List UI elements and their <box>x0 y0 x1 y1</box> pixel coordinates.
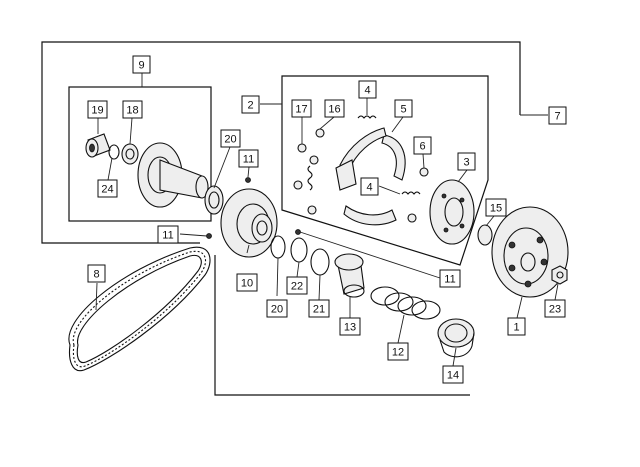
bushing-14 <box>437 318 475 358</box>
spring-4-top <box>357 115 377 119</box>
callout-label: 8 <box>93 269 99 281</box>
clutch-shoe-4-lower <box>343 205 397 226</box>
spring-4-mid <box>401 191 421 195</box>
sleeve-13 <box>334 253 365 298</box>
callout-label: 1 <box>513 322 519 334</box>
callout-8: 8 <box>87 264 106 283</box>
callout-label: 22 <box>291 281 303 293</box>
pivot-pins-17 <box>293 128 325 215</box>
callout-7: 7 <box>548 106 567 125</box>
callout-label: 9 <box>138 60 144 72</box>
callout-label: 12 <box>392 347 404 359</box>
callout-12: 12 <box>387 342 409 361</box>
o-ring-22 <box>290 237 308 263</box>
callout-label: 14 <box>447 370 459 382</box>
group-frame-2 <box>281 75 489 266</box>
callout-18: 18 <box>122 100 143 119</box>
callout-15: 15 <box>485 198 507 217</box>
seal-ring-20-lower <box>270 235 286 259</box>
callout-label: 11 <box>162 230 173 242</box>
callout-2: 2 <box>241 95 260 114</box>
seal-ring-15 <box>477 224 493 246</box>
callout-11-right: 11 <box>439 269 461 288</box>
callout-label: 10 <box>241 278 253 290</box>
callout-label: 23 <box>549 304 561 316</box>
callout-label: 4 <box>366 182 372 194</box>
clutch-drum-1 <box>491 206 569 298</box>
pin-11-right <box>295 229 301 235</box>
clutch-plate-3 <box>429 179 475 245</box>
callout-label: 17 <box>295 104 307 116</box>
callout-label: 20 <box>224 134 236 146</box>
o-ring-21 <box>310 248 330 276</box>
bearing-19 <box>85 133 111 158</box>
callout-11-top: 11 <box>238 149 259 168</box>
callout-label: 16 <box>328 104 340 116</box>
drive-belt <box>68 246 211 372</box>
movable-drive-face <box>220 188 278 258</box>
callout-5: 5 <box>394 99 413 118</box>
callout-20-upper: 20 <box>220 129 241 148</box>
bearing-18 <box>121 143 139 165</box>
callout-label: 19 <box>91 105 103 117</box>
callout-10: 10 <box>236 273 258 292</box>
callout-13: 13 <box>339 317 361 336</box>
spring-set-12 <box>370 286 441 320</box>
group-frame-7 <box>41 41 521 244</box>
callout-label: 7 <box>554 111 560 123</box>
clutch-shoe-4-upper <box>335 127 387 191</box>
callout-16: 16 <box>324 99 345 118</box>
callout-23: 23 <box>544 299 566 318</box>
callout-label: 18 <box>126 105 138 117</box>
callout-22: 22 <box>286 276 308 295</box>
seal-ring-20 <box>204 185 224 215</box>
callout-17: 17 <box>291 99 312 118</box>
nut-23 <box>551 265 568 285</box>
clutch-shoe-5 <box>381 134 406 181</box>
group-frame-lower <box>214 255 470 396</box>
callout-6: 6 <box>413 136 432 155</box>
callout-label: 6 <box>419 141 425 153</box>
callout-1: 1 <box>507 317 526 336</box>
callout-label: 15 <box>490 203 502 215</box>
pin-11-top <box>245 177 251 183</box>
callout-label: 11 <box>444 274 455 286</box>
callout-label: 2 <box>247 100 253 112</box>
callout-label: 4 <box>364 85 370 97</box>
spring-16 <box>307 165 313 191</box>
callout-label: 24 <box>101 184 113 196</box>
pulley-shaft <box>137 142 209 208</box>
callout-3: 3 <box>457 152 476 171</box>
callout-4-top: 4 <box>358 80 377 99</box>
callout-label: 5 <box>400 104 406 116</box>
washer-6 <box>419 167 429 177</box>
callout-label: 13 <box>344 322 356 334</box>
group-frame-9 <box>68 86 212 222</box>
washer-6b <box>407 213 417 223</box>
callout-label: 20 <box>271 304 283 316</box>
leader-lines <box>95 73 559 367</box>
callout-21: 21 <box>308 299 330 318</box>
snap-ring-24 <box>108 144 120 160</box>
pin-11-left <box>206 233 212 239</box>
callout-14: 14 <box>442 365 464 384</box>
callout-20-lower: 20 <box>266 299 288 318</box>
callout-9: 9 <box>132 55 151 74</box>
callout-label: 21 <box>313 304 325 316</box>
callout-19: 19 <box>87 100 108 119</box>
callout-4-mid: 4 <box>360 177 379 196</box>
callout-24: 24 <box>97 179 118 198</box>
callout-label: 3 <box>463 157 469 169</box>
callout-label: 11 <box>243 154 254 166</box>
callout-11-left: 11 <box>157 225 179 244</box>
